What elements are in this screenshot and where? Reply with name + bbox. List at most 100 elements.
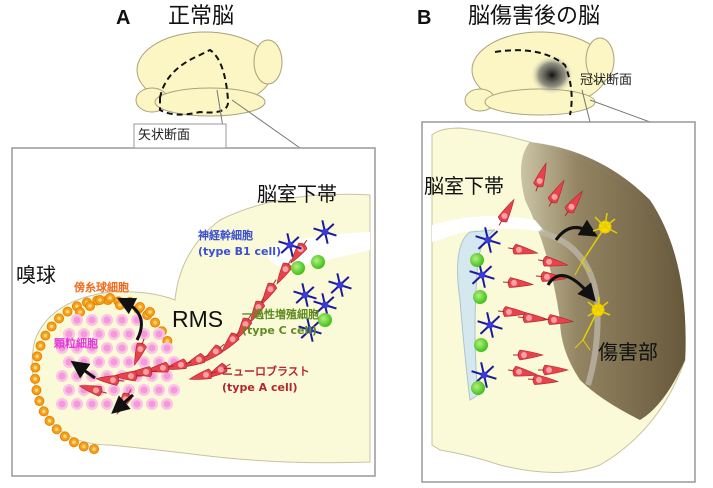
periglomerular-cell: [150, 317, 161, 328]
neuroblast-cell: [221, 330, 241, 353]
granule-cell: [71, 398, 83, 410]
neuroblast-cell: [528, 374, 559, 385]
granule-cell: [138, 384, 150, 396]
granule-cell: [161, 398, 173, 410]
neuroblast-cell: [182, 353, 210, 368]
neuroblast-cell: [513, 349, 545, 361]
granule-cell: [86, 314, 98, 326]
panel-b-title: 脳傷害後の脳: [468, 4, 601, 29]
migration-arrow: [546, 274, 596, 302]
periglomerular-cell: [68, 437, 79, 448]
neuroblast-cell: [250, 297, 266, 323]
neuroblast-cell: [547, 179, 565, 207]
new-neuron: [574, 296, 611, 351]
granule-cell: [78, 328, 90, 340]
periglomerular-cell: [85, 301, 95, 311]
periglomerular-label: 傍糸球細胞: [74, 281, 129, 294]
stem-cell: [475, 227, 501, 253]
olfactory-bulb-label: 嗅球: [16, 263, 56, 287]
periglomerular-cell: [54, 313, 65, 324]
granule-cell: [56, 398, 68, 410]
migration-arrow: [111, 393, 134, 414]
granule-cell: [161, 370, 173, 382]
granule-label: 顆粒細胞: [54, 337, 98, 350]
type-c-name: 一過性増殖細胞: [242, 308, 319, 321]
neuroblast-cell: [236, 314, 253, 340]
granule-cell: [56, 370, 68, 382]
svz-cells-b: [469, 162, 583, 395]
periglomerular-cell: [40, 330, 51, 341]
neuroblast-cell: [261, 279, 278, 305]
type-c-cell: [471, 381, 485, 395]
type-b1-name: 神経幹細胞: [198, 229, 253, 242]
type-b1-type: (type B1 cell): [198, 245, 282, 258]
type-c-cell: [318, 313, 332, 327]
granule-cell: [116, 342, 128, 354]
svz-cells-a: [278, 220, 352, 342]
periglomerular-cell: [35, 340, 46, 351]
injury-border: [539, 229, 601, 386]
granule-cell: [146, 398, 158, 410]
neuroblast-cell: [543, 314, 574, 325]
periglomerular-cell: [105, 293, 115, 303]
periglomerular-cell: [44, 415, 55, 426]
type-c-cell: [474, 338, 488, 352]
neuroblast-cell: [202, 343, 225, 363]
brain-top-view-normal: [135, 31, 301, 149]
new-neuron: [574, 212, 618, 276]
granule-cell: [168, 384, 180, 396]
stem-cell: [313, 220, 337, 244]
granule-cell: [71, 342, 83, 354]
granule-cell: [153, 384, 165, 396]
corpus-callosum-gap: [432, 216, 545, 242]
svz-label-a: 脳室下帯: [257, 182, 337, 206]
granule-cell: [93, 328, 105, 340]
granule-cell: [108, 356, 120, 368]
neuroblast-cell: [508, 365, 539, 377]
periglomerular-cell: [59, 431, 70, 442]
granule-cell: [123, 328, 135, 340]
neuroblast-cell: [498, 306, 529, 317]
granule-cell: [123, 356, 135, 368]
type-a-name: ニューロブラスト: [222, 365, 310, 378]
rms-label: RMS: [172, 306, 224, 332]
type-c-cell: [470, 253, 484, 267]
sagittal-plane-label: 矢状断面: [138, 128, 191, 143]
stem-cell: [293, 283, 317, 307]
neuroblast-cell: [538, 364, 570, 376]
granule-cell: [101, 314, 113, 326]
periglomerular-cell: [145, 307, 155, 317]
neuroblast-cell: [95, 375, 124, 386]
stem-cell: [471, 362, 497, 388]
granule-cell: [146, 342, 158, 354]
periglomerular-cell: [89, 444, 100, 455]
migration-arrow: [554, 219, 598, 241]
injury-label: 傷害部: [598, 340, 658, 364]
neuroblast-cell: [276, 259, 293, 285]
type-a-type: (type A cell): [222, 381, 298, 394]
granule-cell: [56, 342, 68, 354]
neuroblast-cell: [497, 198, 515, 226]
granule-cell: [63, 356, 75, 368]
brain-top-view-injured: [464, 31, 651, 123]
stem-cell: [328, 273, 352, 297]
panel-a-title: 正常脳: [168, 4, 235, 29]
periglomerular-cell: [95, 295, 105, 305]
periglomerular-cell: [62, 306, 73, 317]
granule-cell: [63, 328, 75, 340]
periglomerular-cell: [46, 321, 57, 332]
granule-cell: [63, 384, 75, 396]
granule-cell: [153, 328, 165, 340]
periglomerular-cell: [32, 351, 43, 362]
granule-cell: [71, 314, 83, 326]
rms-neuroblasts: [78, 239, 308, 415]
periglomerular-cell: [30, 362, 41, 373]
neuroblast-cell: [145, 361, 174, 373]
panel-b-letter: B: [417, 7, 432, 29]
granule-cell: [138, 356, 150, 368]
granule-cell: [101, 342, 113, 354]
granule-cell: [86, 342, 98, 354]
granule-cell: [116, 314, 128, 326]
neuroblast-cell: [78, 385, 107, 397]
